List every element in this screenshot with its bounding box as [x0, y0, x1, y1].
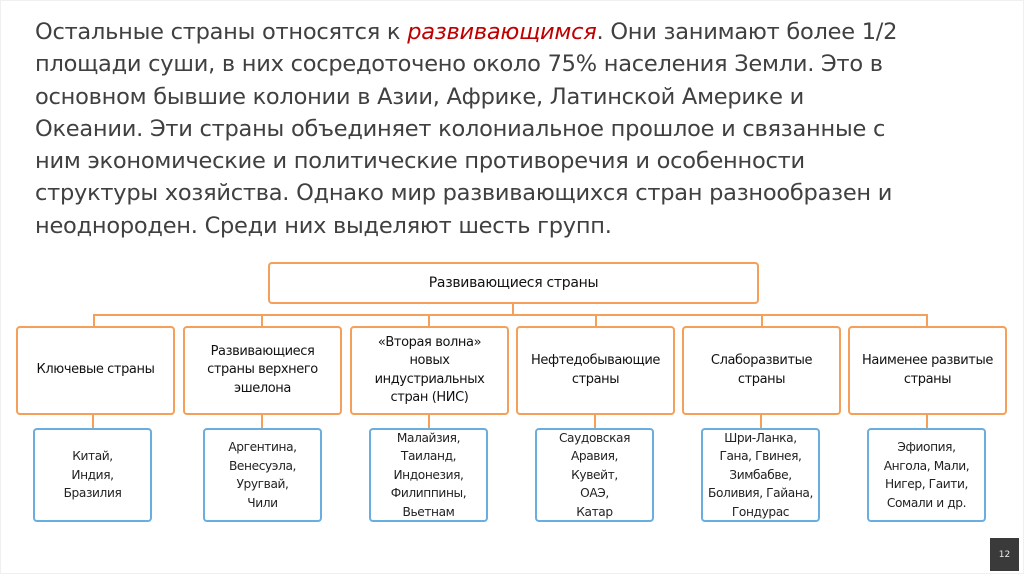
paragraph-line: Остальные страны относятся к развивающим…	[35, 16, 995, 48]
paragraph-text: . Они занимают более 1/2	[596, 19, 898, 45]
paragraph-line: ним экономические и политические противо…	[35, 148, 805, 175]
examples-list: Аргентина, Венесуэла, Уругвай, Чили	[228, 440, 297, 510]
category-node-nic-second-wave: «Вторая волна» новых индустриальных стра…	[350, 326, 509, 415]
category-node-underdeveloped: Слаборазвитые страны	[682, 326, 841, 415]
connector-line	[926, 415, 928, 428]
examples-node: Шри-Ланка, Гана, Гвинея, Зимбабве, Болив…	[701, 428, 820, 522]
category-node-key-countries: Ключевые страны	[16, 326, 175, 415]
connector-line	[93, 314, 95, 326]
connector-line	[93, 314, 927, 316]
examples-list: Шри-Ланка, Гана, Гвинея, Зимбабве, Болив…	[708, 430, 813, 519]
connector-line	[512, 303, 514, 315]
connector-line	[428, 415, 430, 428]
category-label: Развивающиеся страны верхнего эшелона	[207, 343, 318, 396]
connector-line	[760, 415, 762, 428]
connector-line	[926, 314, 928, 326]
examples-list: Китай, Индия, Бразилия	[63, 449, 122, 501]
examples-node: Аргентина, Венесуэла, Уругвай, Чили	[203, 428, 322, 522]
paragraph-text: Остальные страны относятся к	[35, 19, 408, 45]
examples-node: Китай, Индия, Бразилия	[33, 428, 152, 522]
connector-line	[595, 314, 597, 326]
examples-node: Саудовская Аравия, Кувейт, ОАЭ, Катар	[535, 428, 654, 522]
highlighted-term: развивающимся	[407, 19, 597, 45]
examples-list: Эфиопия, Ангола, Мали, Нигер, Гаити, Сом…	[883, 440, 970, 510]
connector-line	[594, 415, 596, 428]
connector-line	[92, 415, 94, 428]
page-number: 12	[990, 538, 1019, 571]
paragraph-line: неоднороден. Среди них выделяют шесть гр…	[35, 212, 612, 239]
paragraph-line: основном бывшие колонии в Азии, Африке, …	[35, 83, 805, 110]
examples-list: Саудовская Аравия, Кувейт, ОАЭ, Катар	[558, 430, 631, 519]
category-label: Нефтедобывающие страны	[531, 353, 660, 387]
paragraph-line: структуры хозяйства. Однако мир развиваю…	[35, 180, 893, 207]
category-label: Слаборазвитые страны	[710, 353, 813, 387]
connector-line	[761, 314, 763, 326]
connector-line	[261, 415, 263, 428]
root-node: Развивающиеся страны	[268, 262, 759, 304]
intro-paragraph: Остальные страны относятся к развивающим…	[35, 16, 995, 242]
paragraph-line: Океании. Эти страны объединяет колониаль…	[35, 115, 886, 142]
category-node-oil-producing: Нефтедобывающие страны	[516, 326, 675, 415]
examples-list: Малайзия, Таиланд, Индонезия, Филиппины,…	[390, 430, 467, 519]
category-label: Наименее развитые страны	[862, 353, 993, 387]
examples-node: Малайзия, Таиланд, Индонезия, Филиппины,…	[369, 428, 488, 522]
category-node-upper-echelon: Развивающиеся страны верхнего эшелона	[183, 326, 342, 415]
paragraph-line: площади суши, в них сосредоточено около …	[35, 51, 883, 78]
connector-line	[261, 314, 263, 326]
root-node-label: Развивающиеся страны	[428, 275, 599, 291]
category-label: «Вторая волна» новых индустриальных стра…	[374, 334, 485, 406]
category-node-least-developed: Наименее развитые страны	[848, 326, 1007, 415]
connector-line	[428, 314, 430, 326]
examples-node: Эфиопия, Ангола, Мали, Нигер, Гаити, Сом…	[867, 428, 986, 522]
category-label: Ключевые страны	[36, 362, 155, 378]
